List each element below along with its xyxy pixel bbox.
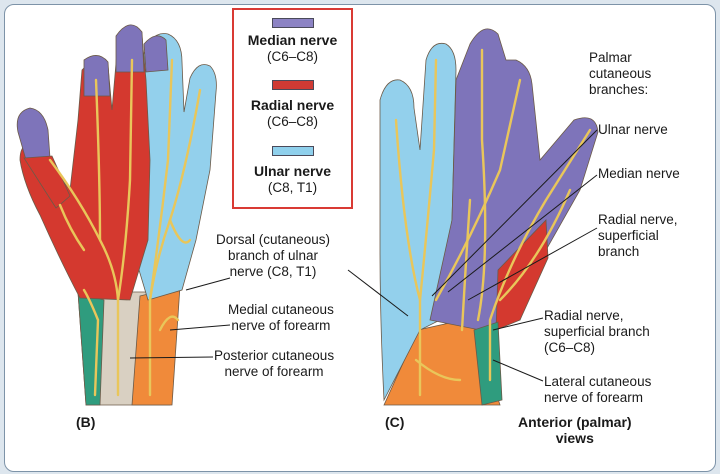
label-dorsal-branch: Dorsal (cutaneous) branch of ulnar nerve… bbox=[216, 232, 331, 279]
legend: Median nerve (C6–C8) Radial nerve (C6–C8… bbox=[232, 8, 353, 209]
leader-median-nerve bbox=[447, 174, 598, 293]
leader-dorsal-branch bbox=[185, 277, 231, 291]
label-lateral-cutaneous: Lateral cutaneous nerve of forearm bbox=[544, 374, 652, 405]
median-region-finger-2 bbox=[115, 24, 145, 73]
label-anterior-views: Anterior (palmar) views bbox=[518, 414, 632, 446]
legend-swatch-ulnar bbox=[272, 146, 314, 156]
radial-region-thumb bbox=[23, 155, 71, 209]
leader-dorsal-to-c bbox=[347, 269, 409, 317]
leader-radial-superficial-top bbox=[467, 227, 598, 301]
leader-lateral-cutaneous bbox=[492, 359, 544, 382]
median-region-finger-1 bbox=[83, 55, 111, 97]
label-panel-c: (C) bbox=[385, 414, 405, 430]
label-median-nerve: Median nerve bbox=[598, 166, 680, 181]
leader-posterior-cutaneous bbox=[129, 356, 214, 359]
leader-radial-superficial-bottom bbox=[492, 317, 544, 331]
leader-ulnar-nerve bbox=[431, 129, 598, 297]
label-posterior-cutaneous: Posterior cutaneous nerve of forearm bbox=[214, 348, 335, 379]
leader-medial-cutaneous bbox=[169, 324, 231, 331]
median-region-hand-c bbox=[429, 28, 599, 331]
median-region-thumb bbox=[16, 107, 51, 161]
legend-swatch-radial bbox=[272, 80, 314, 90]
label-radial-superficial-top: Radial nerve, superficial branch bbox=[598, 212, 678, 259]
legend-name-ulnar: Ulnar nerve bbox=[253, 163, 332, 179]
legend-range-ulnar: (C8, T1) bbox=[267, 180, 318, 195]
leader-lines bbox=[129, 129, 598, 382]
legend-range-median: (C6–C8) bbox=[266, 49, 318, 64]
lateral-cutaneous-region bbox=[131, 285, 181, 406]
label-panel-b: (B) bbox=[76, 414, 96, 430]
legend-range-radial: (C6–C8) bbox=[266, 114, 318, 129]
legend-name-median: Median nerve bbox=[247, 32, 338, 48]
label-radial-superficial-bottom: Radial nerve, superficial branch (C6–C8) bbox=[544, 308, 650, 355]
hand-b-dorsal bbox=[16, 24, 217, 406]
label-palmar-heading: Palmar cutaneous branches: bbox=[589, 50, 652, 97]
label-ulnar-nerve: Ulnar nerve bbox=[598, 122, 668, 137]
legend-swatch-median bbox=[272, 18, 314, 28]
hand-c-palmar bbox=[379, 28, 599, 406]
median-region-finger-3 bbox=[143, 35, 169, 73]
nerve-lines-b bbox=[48, 58, 202, 397]
legend-name-radial: Radial nerve bbox=[250, 97, 335, 113]
label-medial-cutaneous: Medial cutaneous nerve of forearm bbox=[228, 302, 334, 333]
medial-cutaneous-region bbox=[77, 291, 105, 406]
